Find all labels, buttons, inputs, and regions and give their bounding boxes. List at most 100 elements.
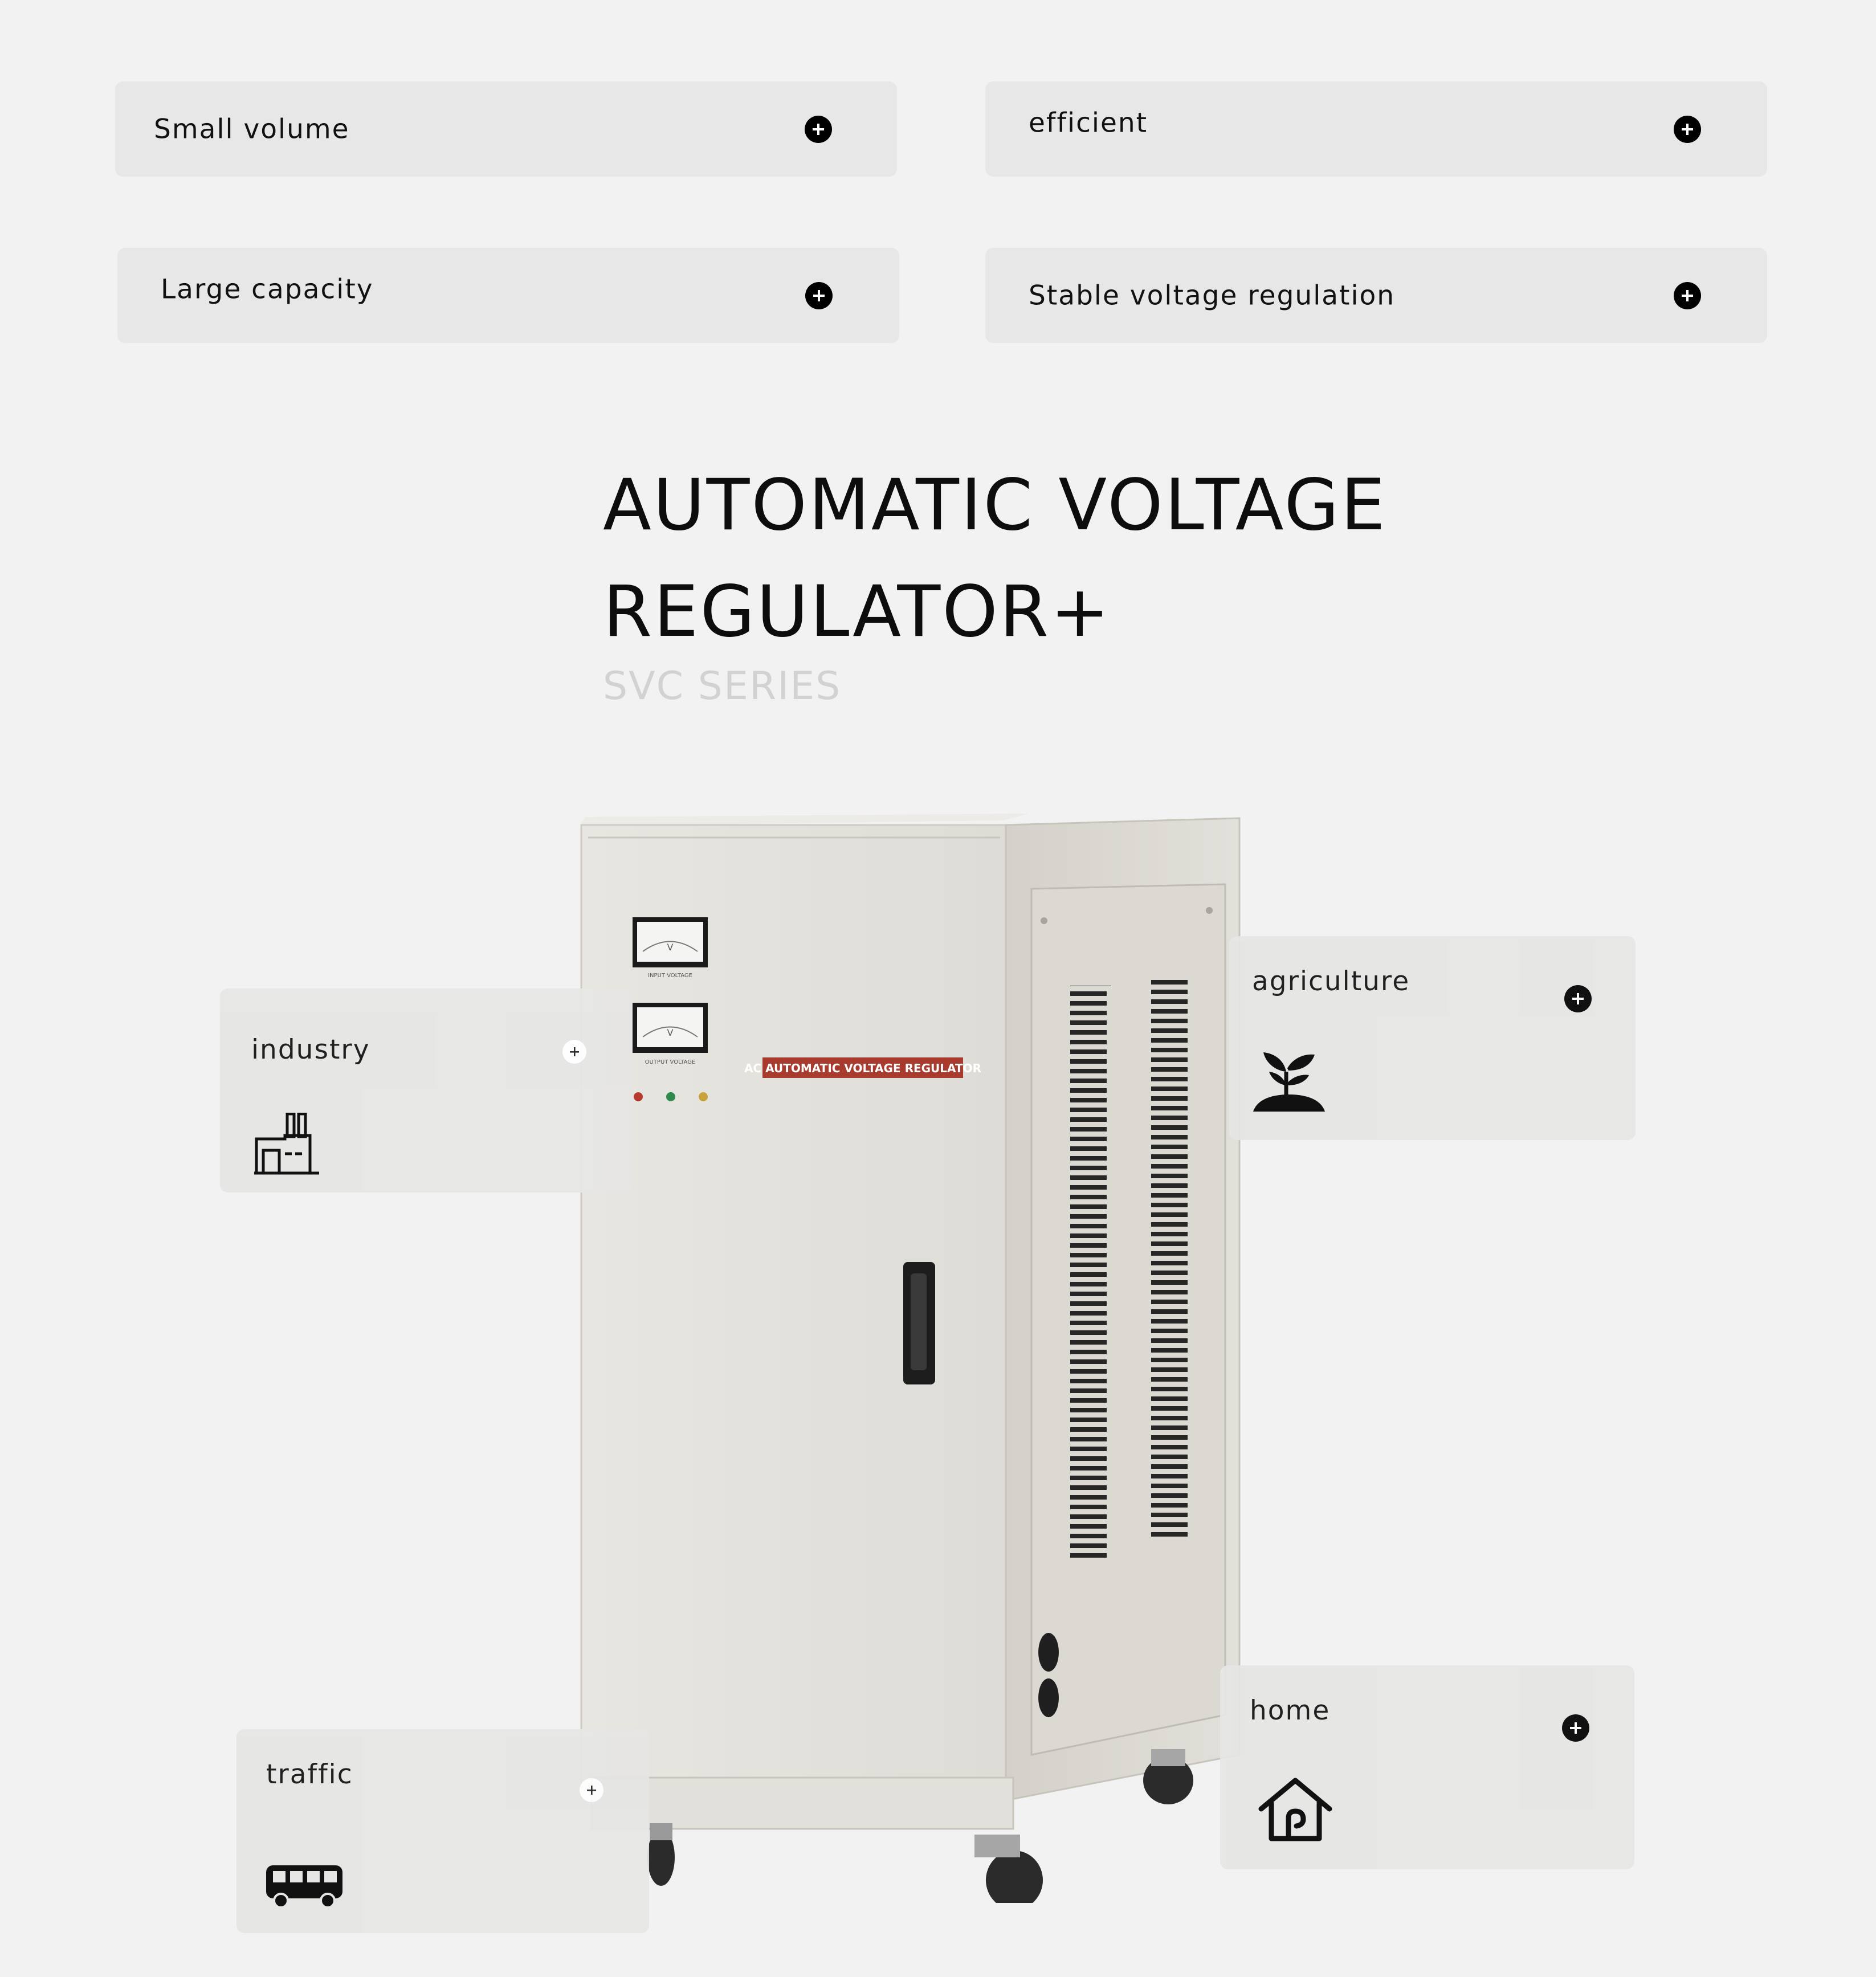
vent-slot <box>1151 1474 1188 1478</box>
vent-slot <box>1070 1088 1107 1093</box>
vent-slot <box>1151 1348 1188 1353</box>
page-title-line-2: REGULATOR+ <box>603 571 1111 653</box>
plus-circle-icon[interactable] <box>1564 985 1592 1012</box>
application-card-home[interactable]: home <box>1220 1665 1634 1869</box>
vent-slot <box>1070 1379 1107 1383</box>
application-label: traffic <box>266 1759 353 1790</box>
plus-circle-icon[interactable] <box>562 1040 586 1064</box>
vent-slot <box>1070 1049 1107 1054</box>
vent-slot <box>1070 1195 1107 1199</box>
voltage-regulator-illustration: INPUT VOLTAGE OUTPUT VOLTAGE V V AC AUTO… <box>580 814 1241 1910</box>
vent-slot <box>1070 1175 1107 1180</box>
feature-label: Small volume <box>154 113 350 145</box>
vent-slot <box>1151 1019 1188 1023</box>
vent-slot <box>1151 1067 1188 1072</box>
vent-slot <box>1070 1224 1107 1228</box>
plus-circle-icon[interactable] <box>805 116 832 143</box>
vent-slot <box>1070 991 1107 996</box>
vent-slot <box>1151 1513 1188 1517</box>
plus-circle-icon[interactable] <box>1562 1714 1589 1742</box>
vent-slot <box>1070 1214 1107 1219</box>
vent-slot <box>1151 1425 1188 1430</box>
vent-slot <box>1070 1553 1107 1558</box>
vent-slot <box>1070 1476 1107 1480</box>
vent-slot <box>1070 1330 1107 1335</box>
vent-slot <box>1151 1106 1188 1110</box>
plus-circle-icon[interactable] <box>580 1778 603 1802</box>
meter-label-input: INPUT VOLTAGE <box>648 973 692 979</box>
meter-unit-1: V <box>667 942 674 953</box>
vent-slot <box>1151 1493 1188 1498</box>
vent-slot <box>1151 1338 1188 1343</box>
vent-slot <box>1151 1290 1188 1294</box>
vent-slot <box>1151 1241 1188 1246</box>
vent-slot <box>1070 1011 1107 1015</box>
vent-slot <box>1151 1377 1188 1382</box>
vent-slot <box>1151 1280 1188 1285</box>
bus-icon <box>264 1863 345 1911</box>
application-card-agriculture[interactable]: agriculture <box>1229 936 1636 1140</box>
vent-slot <box>1070 1292 1107 1296</box>
vent-slot <box>1151 1484 1188 1488</box>
vent-slot <box>1151 1232 1188 1236</box>
vent-slot <box>1070 1321 1107 1325</box>
vent-slot <box>1070 1311 1107 1316</box>
vent-slot <box>1070 1524 1107 1529</box>
vent-slot <box>1070 1263 1107 1267</box>
plus-circle-icon[interactable] <box>1674 116 1701 143</box>
vent-slot <box>1151 1416 1188 1420</box>
plus-circle-icon[interactable] <box>1674 282 1701 309</box>
vent-slot <box>1151 1009 1188 1014</box>
vent-slot <box>1151 1532 1188 1537</box>
vent-slot <box>1151 1212 1188 1217</box>
vent-slot <box>1070 1301 1107 1306</box>
vent-slot <box>1151 1300 1188 1304</box>
vent-slot <box>1151 980 1188 985</box>
vent-slot <box>1070 1485 1107 1490</box>
vent-slot <box>1151 1038 1188 1043</box>
vent-slot <box>1070 1243 1107 1248</box>
vent-slot <box>1070 1505 1107 1509</box>
vent-slot <box>1070 1117 1107 1122</box>
feature-large-capacity[interactable]: Large capacity <box>117 248 899 343</box>
vent-slot <box>1151 1455 1188 1459</box>
feature-efficient[interactable]: efficient <box>985 81 1767 177</box>
application-card-industry[interactable]: industry <box>220 988 633 1192</box>
vent-slot <box>1151 1406 1188 1411</box>
application-label: agriculture <box>1252 966 1410 997</box>
vent-slot <box>1151 990 1188 994</box>
vent-slot <box>1070 1108 1107 1112</box>
vent-slot <box>1151 1096 1188 1101</box>
vent-slot <box>1151 1271 1188 1275</box>
vent-slot <box>1070 1272 1107 1277</box>
vent-slot <box>1070 1069 1107 1073</box>
meter-unit-2: V <box>667 1027 674 1038</box>
vent-slot <box>1070 1040 1107 1044</box>
product-image: INPUT VOLTAGE OUTPUT VOLTAGE V V AC AUTO… <box>576 809 1248 1910</box>
vent-slot <box>1151 1464 1188 1469</box>
page-title-line-1: AUTOMATIC VOLTAGE <box>603 464 1387 546</box>
plus-circle-icon[interactable] <box>805 282 833 309</box>
vent-slot <box>1070 1282 1107 1286</box>
vent-slot <box>1070 1340 1107 1345</box>
feature-stable-voltage-regulation[interactable]: Stable voltage regulation <box>985 248 1767 343</box>
vent-slot <box>1070 1156 1107 1161</box>
vent-slot <box>1151 999 1188 1004</box>
vent-slot <box>1070 1098 1107 1102</box>
feature-label: Stable voltage regulation <box>1029 280 1396 311</box>
vent-slot <box>1151 1193 1188 1198</box>
vent-slot <box>1151 1358 1188 1362</box>
vent-slot <box>1070 1127 1107 1132</box>
vent-slot <box>1070 1456 1107 1461</box>
application-label: industry <box>251 1034 370 1065</box>
vent-slot <box>1151 1086 1188 1091</box>
vent-slot <box>1151 1261 1188 1265</box>
vent-slot <box>1151 1309 1188 1314</box>
feature-small-volume[interactable]: Small volume <box>115 81 897 177</box>
vent-slot <box>1151 1116 1188 1120</box>
vent-slot <box>1151 1145 1188 1149</box>
vent-slot <box>1070 1514 1107 1519</box>
vent-slot <box>1070 1427 1107 1432</box>
application-card-traffic[interactable]: traffic <box>236 1729 649 1933</box>
vent-slot <box>1070 1137 1107 1141</box>
